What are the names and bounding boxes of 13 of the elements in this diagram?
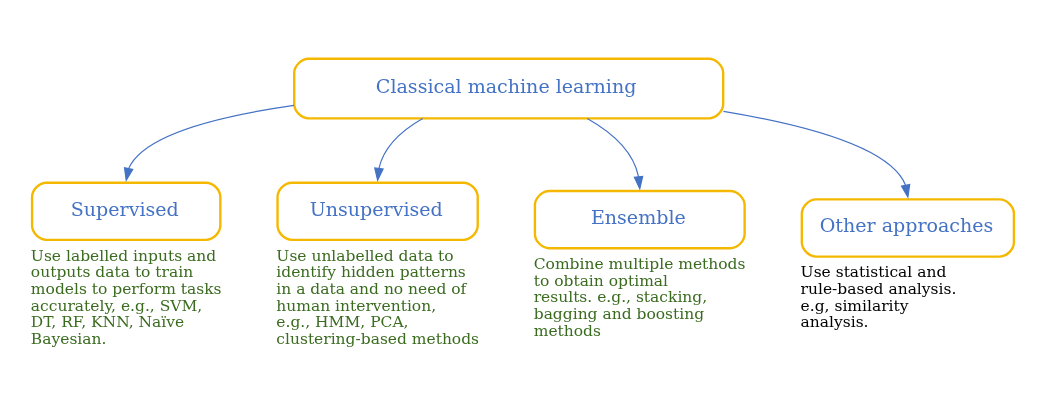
node-box: Ensemble: [533, 189, 746, 249]
arrow: [586, 117, 644, 190]
node-label: Use labelled inputs and outputs data to train models to perform tasks accurately, e.g., SVM, DT, RF, KNN, Naïve Bayesian.: [30, 246, 222, 348]
arrow: [374, 117, 424, 182]
node-box: Other approaches: [800, 197, 1016, 258]
arrow: [722, 110, 911, 199]
node-box: Classical machine learning: [293, 57, 725, 120]
node-label: Combine multiple methods to obtain optimal results. e.g., stacking, bagging and boosting methods: [533, 254, 746, 340]
node-box: Unsupervised: [276, 181, 479, 241]
node-box: Supervised: [30, 181, 222, 241]
node-label: Use statistical and rule-based analysis. e.g, similarity analysis.: [800, 262, 957, 331]
node-label: Use unlabelled data to identify hidden patterns in a data and no need of human intervention, e.g., HMM, PCA, clustering-based methods: [276, 246, 480, 348]
arrow: [123, 104, 295, 182]
